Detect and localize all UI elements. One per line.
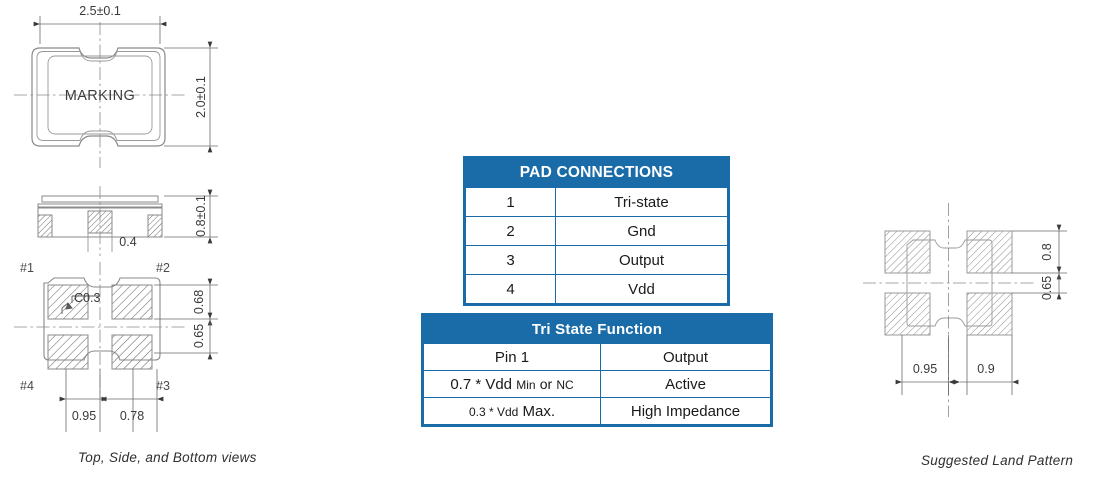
table-row: 2 Gnd <box>465 216 728 246</box>
pad-function: Output <box>555 245 728 275</box>
svg-text:0.65: 0.65 <box>1040 276 1054 300</box>
condition-qualifier: Min <box>516 377 536 392</box>
svg-text:0.68: 0.68 <box>192 290 206 314</box>
table-row: 1 Tri-state <box>465 187 728 217</box>
pad-4 <box>47 334 89 370</box>
dim-side-height <box>164 189 218 244</box>
bottom-view-package <box>43 277 161 370</box>
tri-state-result: High Impedance <box>600 397 771 425</box>
package-outline-overlay <box>906 239 993 327</box>
svg-text:0.95: 0.95 <box>913 362 937 376</box>
table-row: 0.3 * Vdd Max. High Impedance <box>423 397 771 425</box>
caption-mechanical-views: Top, Side, and Bottom views <box>78 450 257 465</box>
table-row: 0.7 * Vdd Min or NC Active <box>423 370 771 398</box>
tri-state-col-result: Output <box>600 343 771 371</box>
side-view-package <box>37 195 163 252</box>
pad-1 <box>47 284 89 320</box>
table-subheader-row: Pin 1 Output <box>423 343 771 371</box>
pad-pin: 4 <box>465 274 556 304</box>
land-pattern-drawing: 0.8 0.65 0.95 0.9 <box>863 203 1067 417</box>
table-row: 3 Output <box>465 245 728 275</box>
land-pad-4 <box>884 292 931 336</box>
tri-state-title: Tri State Function <box>423 315 771 344</box>
mechanical-drawing: MARKING 2.5±0.1 2.0±0.1 <box>14 4 218 432</box>
condition-conjunction: or <box>539 375 553 392</box>
table-row: 4 Vdd <box>465 274 728 304</box>
tri-state-condition: 0.7 * Vdd Min or NC <box>423 370 601 398</box>
tri-state-function-table: Tri State Function Pin 1 Output 0.7 * Vd… <box>423 315 771 425</box>
svg-text:0.8±0.1: 0.8±0.1 <box>194 195 208 237</box>
svg-text:0.95: 0.95 <box>72 409 96 423</box>
pad-pin: 3 <box>465 245 556 275</box>
chamfer-leader <box>61 295 98 314</box>
table-header-row: Tri State Function <box>423 315 771 344</box>
pad-connections-table: PAD CONNECTIONS 1 Tri-state 2 Gnd 3 Outp… <box>465 158 728 304</box>
svg-text:0.4: 0.4 <box>119 235 136 249</box>
land-dim-verticals <box>1012 224 1067 300</box>
svg-text:2.0±0.1: 2.0±0.1 <box>194 76 208 118</box>
pad-function: Vdd <box>555 274 728 304</box>
pad-connections-title: PAD CONNECTIONS <box>465 158 728 188</box>
condition-voltage: 0.3 * Vdd <box>468 404 519 419</box>
table-header-row: PAD CONNECTIONS <box>465 158 728 188</box>
land-pad-3 <box>966 292 1013 336</box>
land-pad-2 <box>966 230 1013 274</box>
condition-qualifier: Max. <box>522 402 556 420</box>
pin-label-2: #2 <box>156 261 170 275</box>
tri-state-condition: 0.3 * Vdd Max. <box>423 397 601 425</box>
tri-state-col-condition: Pin 1 <box>423 343 601 371</box>
pad-pin: 2 <box>465 216 556 246</box>
pin-label-3: #3 <box>156 379 170 393</box>
dim-bottom-horizontals <box>59 369 164 432</box>
pad-3 <box>111 334 153 370</box>
svg-text:0.78: 0.78 <box>120 409 144 423</box>
dim-bottom-verticals <box>154 278 218 360</box>
condition-voltage: 0.7 * Vdd <box>450 375 513 393</box>
caption-land-pattern: Suggested Land Pattern <box>921 453 1074 468</box>
pad-pin: 1 <box>465 187 556 217</box>
svg-text:2.5±0.1: 2.5±0.1 <box>79 4 121 18</box>
svg-text:0.9: 0.9 <box>977 362 994 376</box>
svg-text:C0.3: C0.3 <box>74 291 100 305</box>
tri-state-body: Pin 1 Output 0.7 * Vdd Min or NC Active … <box>423 343 771 425</box>
condition-alternative: NC <box>556 377 574 392</box>
pad-function: Gnd <box>555 216 728 246</box>
land-dim-horizontals <box>895 335 1019 395</box>
land-pad-1 <box>884 230 931 274</box>
pad-function: Tri-state <box>555 187 728 217</box>
svg-text:0.8: 0.8 <box>1040 243 1054 260</box>
pin-label-4: #4 <box>20 379 34 393</box>
pad-connections-body: 1 Tri-state 2 Gnd 3 Output 4 Vdd <box>465 187 728 304</box>
marking-label: MARKING <box>65 88 135 104</box>
pad-2 <box>111 284 153 320</box>
dim-top-width <box>33 16 167 44</box>
pin-label-1: #1 <box>20 261 34 275</box>
tri-state-result: Active <box>600 370 771 398</box>
svg-text:0.65: 0.65 <box>192 324 206 348</box>
dim-top-height <box>164 41 218 153</box>
